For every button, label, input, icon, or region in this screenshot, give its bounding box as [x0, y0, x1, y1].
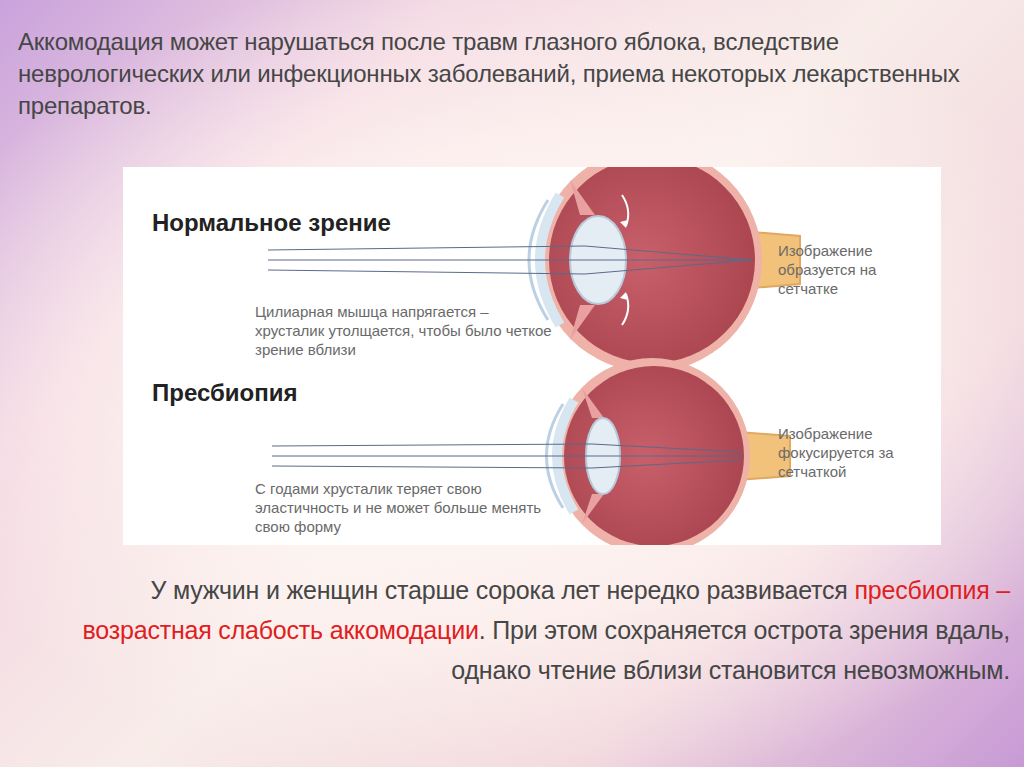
annotation: Изображение образуется на сетчатке: [778, 241, 930, 298]
annotation: С годами хрусталик теряет свою эластично…: [255, 479, 555, 536]
paragraph-text: . При этом сохраняется острота зрения вд…: [451, 616, 1010, 684]
paragraph-text: У мужчин и женщин старше сорока лет нере…: [151, 576, 848, 604]
annotation: Изображение фокусируется за сетчаткой: [778, 424, 930, 481]
summary-paragraph: У мужчин и женщин старше сорока лет нере…: [30, 570, 1010, 690]
image-panel: [123, 167, 941, 545]
heading: Пресбиопия: [152, 378, 512, 407]
annotation: Цилиарная мышца напрягается – хрусталик …: [255, 302, 555, 359]
intro-text: Аккомодация может нарушаться после травм…: [18, 26, 1008, 122]
heading: Нормальное зрение: [152, 208, 512, 237]
presbyopia-eye: [272, 358, 790, 545]
